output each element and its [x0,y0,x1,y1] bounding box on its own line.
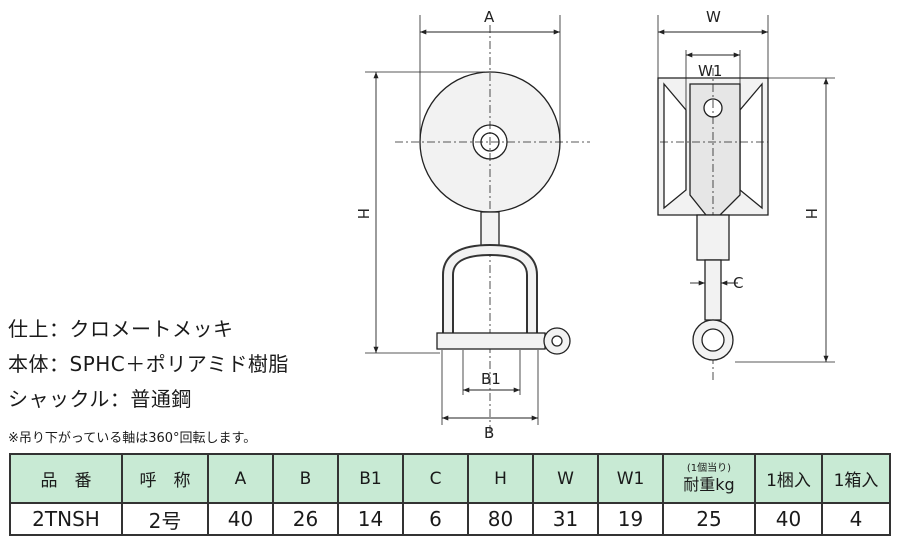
weight-title: 耐重kg [683,474,735,494]
cell-B: 26 [272,502,339,536]
label-B1: B1 [481,370,501,388]
cell-H: 80 [467,502,534,536]
col-header: 呼 称 [121,453,209,504]
front-view [365,15,590,440]
shackle-pin [436,332,546,350]
cell-bundle: 40 [754,502,823,536]
cell-W: 31 [532,502,599,536]
label-A: A [484,8,495,26]
label-W1: W1 [698,62,722,80]
label-B: B [484,424,494,442]
col-header: W1 [597,453,664,504]
col-header: 1箱入 [821,453,891,504]
col-header: 品 番 [9,453,123,504]
weight-subtitle: (1個当り) [686,462,732,474]
cell-size: 2号 [121,502,209,536]
table-header-row: 品 番 呼 称 A B B1 C H W W1 (1個当り) 耐重kg 1梱入 … [9,453,891,504]
rotation-note: ※吊り下がっている軸は360°回転します。 [8,431,257,446]
table-row: 2TNSH 2号 40 26 14 6 80 31 19 25 40 4 [9,502,891,536]
spec-body: 本体：SPHC＋ポリアミド樹脂 [8,352,289,376]
col-header: 1梱入 [754,453,823,504]
col-header: A [207,453,274,504]
side-view [657,15,835,380]
spec-finish: 仕上：クロメートメッキ [8,317,234,341]
col-header: H [467,453,534,504]
label-C: C [733,274,743,292]
cell-C: 6 [402,502,469,536]
cell-A: 40 [207,502,274,536]
col-header: B [272,453,339,504]
cell-box: 4 [821,502,891,536]
col-header: W [532,453,599,504]
technical-drawing: A H B1 B W W1 H C [354,8,835,442]
label-H-side: H [802,208,820,219]
cell-B1: 14 [337,502,404,536]
label-W: W [706,8,721,26]
cell-part-number: 2TNSH [9,502,123,536]
col-header-weight: (1個当り) 耐重kg [662,453,756,504]
label-H-front: H [354,208,372,219]
col-header: C [402,453,469,504]
cell-W1: 19 [597,502,664,536]
spec-table: 品 番 呼 称 A B B1 C H W W1 (1個当り) 耐重kg 1梱入 … [9,453,891,536]
spec-shackle: シャックル：普通鋼 [8,387,192,411]
swivel-shaft [696,214,730,261]
col-header: B1 [337,453,404,504]
cell-load: 25 [662,502,756,536]
